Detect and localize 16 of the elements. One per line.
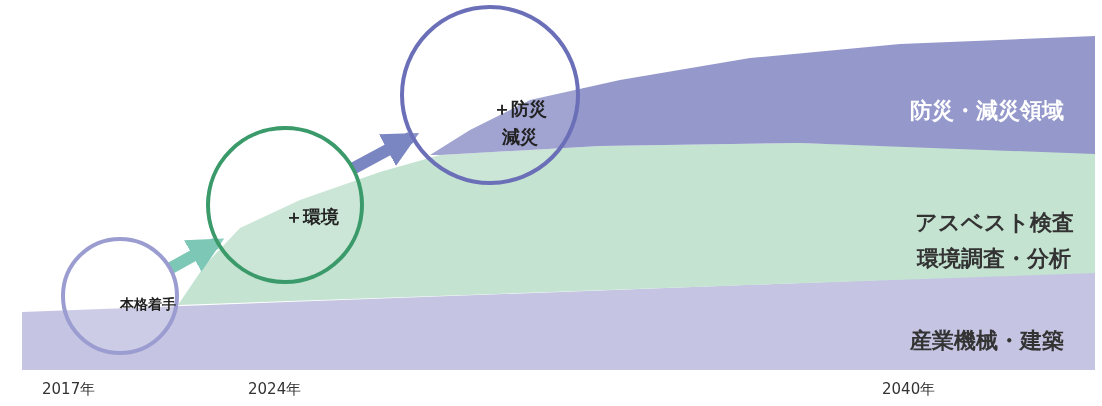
band-label: 防災・減災領域	[910, 97, 1064, 125]
year-label: 2017年	[42, 380, 96, 399]
stage-circle	[399, 4, 581, 186]
stage-circle	[60, 236, 180, 356]
circle-label: 本格着手	[120, 296, 176, 314]
arrow	[167, 237, 225, 274]
arrow	[350, 132, 420, 174]
band-label: アスベスト検査環境調査・分析	[913, 209, 1075, 273]
area-band	[430, 36, 1095, 155]
band-label: 産業機械・建築	[910, 327, 1064, 355]
circle-label: ＋防災減災	[492, 97, 548, 149]
area-band	[22, 272, 1095, 370]
year-label: 2040年	[882, 380, 936, 399]
circle-label: ＋環境	[285, 205, 339, 229]
year-label: 2024年	[248, 380, 302, 399]
stage-circle	[205, 125, 365, 285]
